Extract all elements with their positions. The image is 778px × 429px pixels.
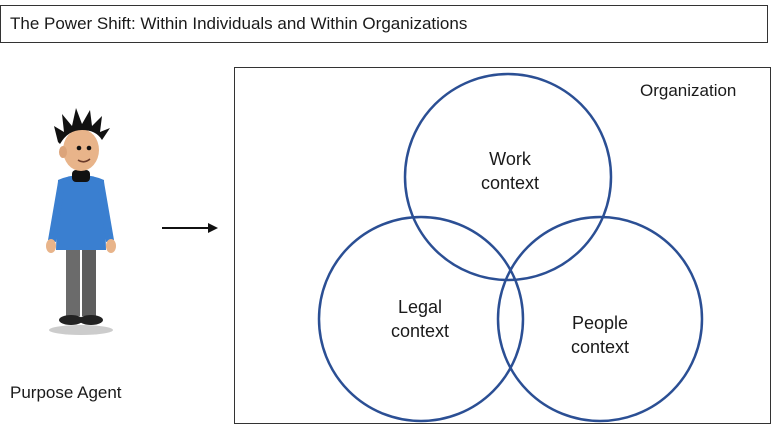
organization-box: [234, 67, 771, 424]
diagram-title: The Power Shift: Within Individuals and …: [0, 5, 768, 43]
legal-context-label: Legal context: [390, 297, 450, 341]
organization-label: Organization: [640, 81, 737, 100]
purpose-agent-label: Purpose Agent: [10, 383, 122, 402]
people-context-label: People context: [570, 313, 630, 357]
work-context-label: Work context: [480, 149, 540, 193]
arrow-icon: [162, 223, 218, 233]
diagram-title-text: The Power Shift: Within Individuals and …: [10, 14, 468, 33]
person-icon: [46, 108, 116, 335]
